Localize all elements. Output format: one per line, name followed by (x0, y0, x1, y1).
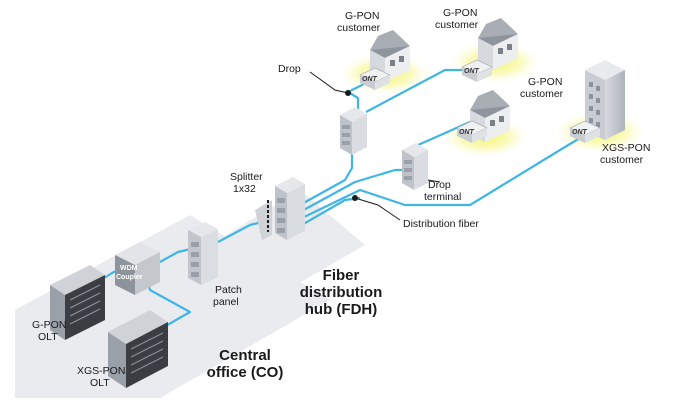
distribution-fiber-leader (354, 197, 401, 221)
drop-label: Drop (278, 63, 301, 75)
ont-label: ONT (459, 129, 475, 136)
splitter-label-line2: 1x32 (233, 183, 256, 195)
ont-label: ONT (362, 76, 378, 83)
wdm-coupler-icon: WDM Coupler (115, 242, 160, 295)
drop-terminal-icon (402, 143, 428, 190)
gpon-customer-2-label-line2: customer (435, 19, 479, 31)
drop-terminal-leader (427, 179, 441, 183)
gpon-customer-2-label-line1: G-PON (443, 7, 477, 19)
gpon-customer-1-label-line2: customer (337, 22, 381, 34)
fiber-splitter-to-xgspon (299, 137, 581, 220)
ont-label: ONT (572, 129, 588, 136)
co-label-line1: Central (219, 347, 271, 364)
fiber-lines (87, 68, 581, 336)
splitter-icon (255, 200, 272, 240)
fdh-cabinet-icon (275, 177, 305, 240)
xgspon-olt-label-line2: OLT (90, 377, 110, 389)
labels: Drop G-PON customer G-PON customer G-PON… (32, 7, 650, 389)
wdm-label-line2: Coupler (116, 274, 143, 281)
xgspon-customer-label-line2: customer (600, 154, 644, 166)
office-building-icon (585, 60, 625, 140)
gpon-customer-3-label-line2: customer (520, 88, 564, 100)
drop-leader (309, 71, 349, 94)
gpon-olt-icon (50, 265, 105, 340)
fdh-zone (205, 190, 365, 300)
xgspon-customer-label-line1: XGS-PON (602, 142, 650, 154)
distribution-fiber-label: Distribution fiber (403, 218, 479, 230)
fiber-splitter-to-drop-terminal (299, 168, 408, 213)
patch-panel-label-line1: Patch (215, 284, 242, 296)
fdh-label-line1: Fiber (323, 267, 360, 284)
splitter-label-line1: Splitter (230, 171, 263, 183)
ont-label: ONT (464, 68, 480, 75)
drop-terminal-label-line1: Drop (428, 179, 451, 191)
ont-device-icon: ONT (359, 67, 391, 90)
ont-device-icon: ONT (569, 120, 601, 143)
gpon-customer-1-label-line1: G-PON (345, 10, 379, 22)
xgspon-olt-icon (108, 310, 168, 388)
drop-dot (345, 90, 351, 96)
patch-panel-icon (188, 222, 218, 285)
patch-panel-label-line2: panel (213, 296, 239, 308)
gpon-customer-3-label-line1: G-PON (528, 76, 562, 88)
fiber-splitter-to-cabinet-a (299, 148, 354, 206)
drop-terminal-label-line2: terminal (424, 191, 461, 203)
fdh-label-line2: distribution (300, 284, 383, 301)
wdm-label-line1: WDM (120, 265, 138, 272)
ont-device-icon: ONT (461, 59, 493, 82)
co-label-line2: office (CO) (207, 364, 284, 381)
fiber-patch-to-splitter (217, 220, 263, 243)
fdh-label-line3: hub (FDH) (305, 301, 377, 318)
fiber-cabinet-to-gpon-1 (346, 79, 373, 118)
gpon-olt-label-line1: G-PON (32, 319, 66, 331)
gpon-olt-label-line2: OLT (38, 331, 58, 343)
callout-leaders (309, 71, 441, 221)
house-icon (370, 30, 410, 82)
xgspon-olt-label-line1: XGS-PON (77, 365, 125, 377)
distribution-cabinet-icon (340, 107, 367, 155)
ont-device-icon: ONT (456, 120, 488, 143)
distribution-fiber-dot (352, 195, 358, 201)
